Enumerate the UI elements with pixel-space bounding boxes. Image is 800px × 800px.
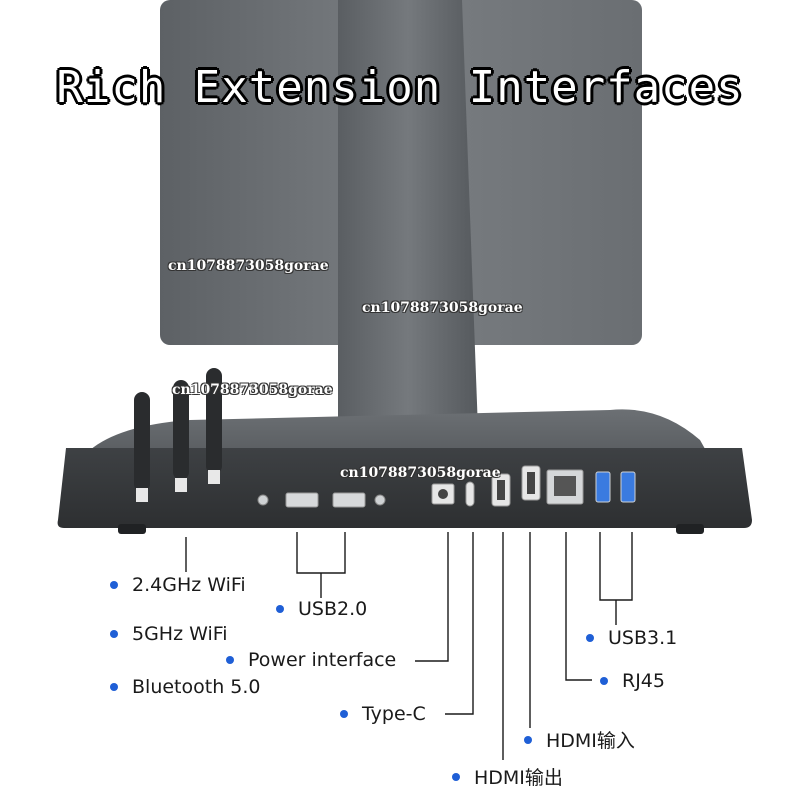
label-wifi24: 2.4GHz WiFi xyxy=(110,574,246,596)
label-typec: Type-C xyxy=(340,703,426,725)
usb2-port-2 xyxy=(332,492,366,508)
label-text: 5GHz WiFi xyxy=(132,623,228,645)
label-bluetooth: Bluetooth 5.0 xyxy=(110,676,261,698)
base-front xyxy=(57,448,753,528)
page-title: Rich Extension Interfaces xyxy=(56,62,744,113)
foot-right xyxy=(676,524,704,534)
button-right xyxy=(374,494,386,506)
label-hdmi-out: HDMI输出 xyxy=(452,763,563,790)
watermark: cn1078873058gorae xyxy=(362,300,523,316)
label-wifi5: 5GHz WiFi xyxy=(110,623,228,645)
label-text: Bluetooth 5.0 xyxy=(132,676,261,698)
label-power: Power interface xyxy=(226,649,396,671)
bullet-dot xyxy=(452,772,460,781)
bullet-dot xyxy=(110,683,118,691)
bullet-dot xyxy=(340,710,348,718)
leader-lines xyxy=(185,532,633,760)
label-text: RJ45 xyxy=(622,670,665,692)
bullet-dot xyxy=(110,630,118,638)
usb31-port-2 xyxy=(620,471,636,503)
button-left xyxy=(257,494,269,506)
bullet-dot xyxy=(600,677,608,685)
foot-left xyxy=(118,524,146,534)
antenna-2 xyxy=(173,380,189,492)
antenna-1 xyxy=(134,392,150,502)
bullet-dot xyxy=(524,735,532,744)
antenna-3 xyxy=(206,368,222,484)
typec-port xyxy=(465,481,475,507)
usb31-port-1 xyxy=(595,471,611,503)
label-text: HDMI输出 xyxy=(474,767,563,789)
watermark: cn1078873058gorae xyxy=(168,258,329,274)
label-text: HDMI输入 xyxy=(546,730,635,752)
label-text: USB2.0 xyxy=(298,598,368,620)
usb2-port-1 xyxy=(285,492,319,508)
label-text: Power interface xyxy=(248,649,397,671)
bullet-dot xyxy=(226,656,234,664)
label-text: Type-C xyxy=(362,703,426,725)
watermark: cn1078873058gorae xyxy=(340,465,501,481)
label-usb2: USB2.0 xyxy=(276,598,367,620)
bullet-dot xyxy=(586,634,594,642)
label-text: 2.4GHz WiFi xyxy=(132,574,246,596)
bullet-dot xyxy=(276,605,284,613)
label-hdmi-in: HDMI输入 xyxy=(524,726,635,753)
label-text: USB3.1 xyxy=(608,627,678,649)
label-usb31: USB3.1 xyxy=(586,627,677,649)
label-rj45: RJ45 xyxy=(600,670,665,692)
watermark: cn1078873058gorae xyxy=(172,382,333,398)
stand-column xyxy=(338,0,478,430)
bullet-dot xyxy=(110,581,118,589)
